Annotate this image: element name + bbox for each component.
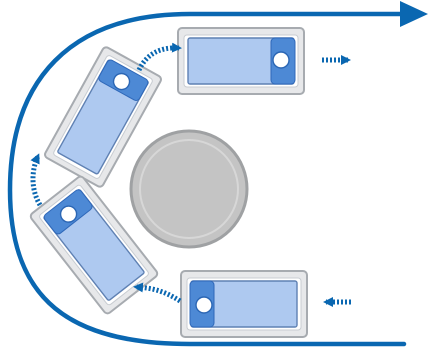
main-flow-track xyxy=(7,11,407,347)
bed-top xyxy=(177,27,305,95)
center-hub-inner-icon xyxy=(139,139,239,239)
dashed-arrow-left-curve xyxy=(30,153,43,207)
dashed-arrow-bottom-curve xyxy=(133,282,182,304)
bed-lower-left xyxy=(29,175,159,315)
track-arrowhead-icon xyxy=(400,1,428,27)
bed-bottom xyxy=(180,270,308,338)
dashed-arrow-top-curve xyxy=(136,42,182,72)
bed-upper-left xyxy=(44,46,162,188)
center-hub xyxy=(129,129,249,249)
